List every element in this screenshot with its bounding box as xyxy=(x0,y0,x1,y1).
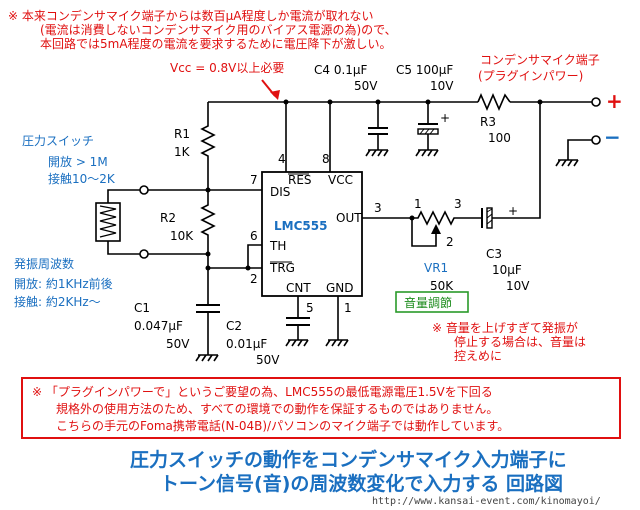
volume-adjust-label: 音量調節 xyxy=(404,295,452,310)
c2-value: 0.01μF xyxy=(226,337,267,351)
pin-gnd-label: GND xyxy=(326,281,354,295)
vr1-resistor xyxy=(412,210,482,226)
c4-label: C4 0.1μF xyxy=(314,63,368,77)
pin-trg-label: TRG xyxy=(269,261,295,275)
r2-name: R2 xyxy=(160,211,176,225)
r3-value: 100 xyxy=(488,131,511,145)
node-r2-c1 xyxy=(205,265,211,271)
osc-title: 発振周波数 xyxy=(14,256,74,271)
pin-num-6: 6 xyxy=(250,229,258,243)
c5-label: C5 100μF xyxy=(396,63,453,77)
volume-adjust-box xyxy=(395,291,469,313)
c1-value: 0.047μF xyxy=(134,319,183,333)
vcc-requirement-label: Vcc = 0.8V以上必要 xyxy=(170,61,284,75)
pin-num-4: 4 xyxy=(278,152,286,166)
source-url: http://www.kansai-event.com/kinomayoi/ xyxy=(372,496,601,507)
osc-contact: 接触: 約2KHz〜 xyxy=(14,294,101,309)
jack-label-line-2: (プラグインパワー) xyxy=(478,69,583,83)
pin-num-5: 5 xyxy=(306,301,314,315)
pressure-switch-element xyxy=(99,205,117,238)
pin-num-3: 3 xyxy=(374,201,382,215)
r2-value: 10K xyxy=(170,229,194,243)
jack-label-line-1: コンデンサマイク端子 xyxy=(480,52,600,67)
title-line-1: 圧力スイッチの動作をコンデンサマイク入力端子に xyxy=(130,448,567,471)
switch-contact: 接触10〜2K xyxy=(48,171,116,186)
r3-resistor xyxy=(477,92,511,112)
c5-voltage: 10V xyxy=(430,79,454,93)
c2-name: C2 xyxy=(226,319,242,333)
node-pin4 xyxy=(283,99,289,105)
pin-cnt-label: CNT xyxy=(286,281,311,295)
pin-th-label: TH xyxy=(269,239,286,253)
vr1-wiper-arrow xyxy=(431,224,441,234)
sensor-wire-bottom xyxy=(107,241,140,255)
pin-num-7: 7 xyxy=(250,173,258,187)
pin-num-2: 2 xyxy=(250,272,258,286)
node-c4 xyxy=(375,99,381,105)
c3-voltage: 10V xyxy=(506,279,530,293)
node-switch-bottom xyxy=(205,251,211,257)
switch-open: 開放 > 1M xyxy=(48,154,108,169)
warning-line-1: ※ 「プラグインパワーで」というご要望の為、LMC555の最低電源電圧1.5Vを… xyxy=(32,384,493,399)
top-note-line-2: (電流は消費しないコンデンサマイク用のバイアス電源の為)ので、 xyxy=(40,22,397,37)
vr1-pin-3: 3 xyxy=(454,197,462,211)
wire-pin6 xyxy=(247,244,262,268)
pin-num-1: 1 xyxy=(344,301,352,315)
osc-open: 開放: 約1KHz前後 xyxy=(14,276,113,291)
side-note-1: ※ 音量を上げすぎて発振が xyxy=(432,320,578,335)
pin-vcc-label: VCC xyxy=(328,173,353,187)
c5-plus-mark: + xyxy=(440,111,450,125)
switch-terminal-bottom xyxy=(139,249,149,259)
pin-num-8: 8 xyxy=(322,152,330,166)
c1-voltage: 50V xyxy=(166,337,190,351)
wire-c3-to-r3 xyxy=(492,102,541,219)
r1-value: 1K xyxy=(174,145,191,159)
warning-line-2: 規格外の使用方法のため、すべての環境での動作を保証するものではありません。 xyxy=(56,401,498,416)
warning-box xyxy=(21,377,621,439)
lmc555-chip xyxy=(261,171,363,297)
c2-voltage: 50V xyxy=(256,353,280,367)
vr1-name: VR1 xyxy=(424,261,448,275)
r1-resistor xyxy=(200,102,216,190)
vcc-arrowhead xyxy=(270,90,280,100)
pin-dis-label: DIS xyxy=(270,185,290,199)
r2-resistor xyxy=(200,190,216,268)
node-r3 xyxy=(537,99,543,105)
top-note-line-1: ※ 本来コンデンサマイク端子からは数百μA程度しか電流が取れない xyxy=(8,8,373,23)
pin-res-label: RES xyxy=(288,173,312,187)
vr1-pin-2: 2 xyxy=(446,235,454,249)
vr1-wiper-wire xyxy=(411,218,437,247)
plus-sign: + xyxy=(606,89,623,113)
c3-name: C3 xyxy=(486,247,502,261)
title-line-2: トーン信号(音)の周波数変化で入力する 回路図 xyxy=(160,472,563,495)
vr1-value: 50K xyxy=(430,279,454,293)
c1-name: C1 xyxy=(134,301,150,315)
chip-name: LMC555 xyxy=(274,219,327,233)
node-c5 xyxy=(425,99,431,105)
vr1-pin-1: 1 xyxy=(414,197,422,211)
c4-voltage: 50V xyxy=(354,79,378,93)
top-note-line-3: 本回路では5mA程度の電流を要求するために電圧降下が激しい。 xyxy=(40,36,392,51)
c3-plus-mark: + xyxy=(508,204,518,218)
jack-plus-terminal xyxy=(591,97,601,107)
warning-line-3: こちらの手元のFoma携帯電話(N-04B)/パソコンのマイク端子では動作してい… xyxy=(56,418,509,433)
sensor-wire-top xyxy=(107,189,140,203)
switch-terminal-top xyxy=(139,185,149,195)
switch-title: 圧力スイッチ xyxy=(22,134,94,148)
r3-name: R3 xyxy=(480,115,496,129)
wire-minus-ground xyxy=(567,139,592,160)
side-note-2: 停止する場合は、音量は xyxy=(454,334,586,349)
r1-name: R1 xyxy=(174,127,190,141)
node-r1-r2 xyxy=(205,187,211,193)
node-th-trg xyxy=(245,265,251,271)
c3-value: 10μF xyxy=(492,263,522,277)
side-note-3: 控えめに xyxy=(454,349,502,363)
jack-minus-terminal xyxy=(591,135,601,145)
pin-out-label: OUT xyxy=(336,211,362,225)
minus-sign: − xyxy=(604,125,621,149)
node-pin8 xyxy=(327,99,333,105)
ground-symbols xyxy=(195,149,579,362)
